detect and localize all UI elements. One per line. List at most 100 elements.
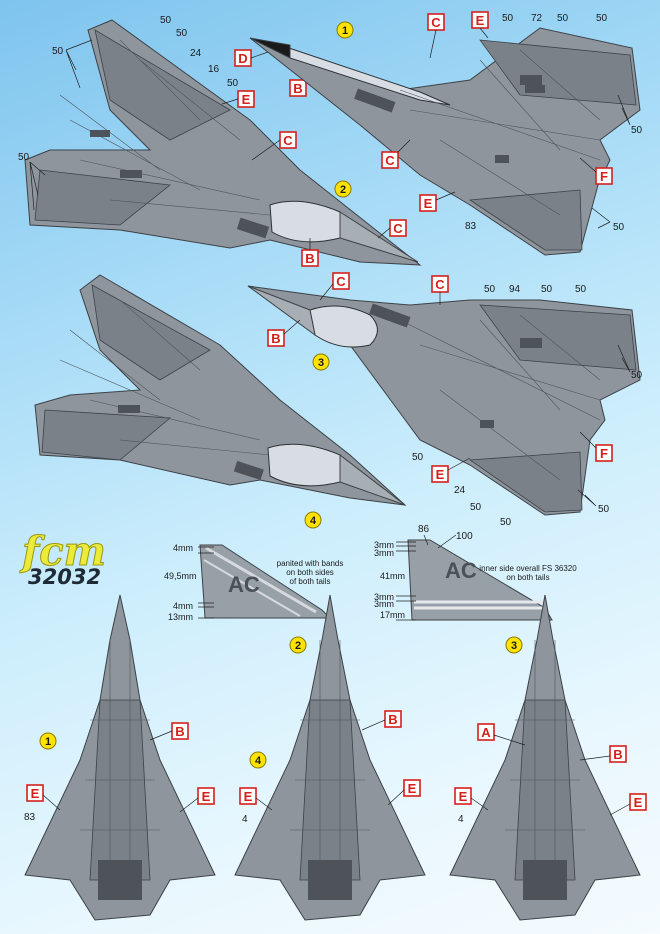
stencil-number: 72 xyxy=(531,13,543,24)
aircraft-top-view-variant-2: 50 50 24 16 50 50 50 D B E C C B 2 xyxy=(18,15,422,267)
stencil-number: 50 xyxy=(502,13,514,24)
svg-text:F: F xyxy=(600,169,608,184)
marker-c: C xyxy=(332,272,350,290)
svg-text:C: C xyxy=(385,153,395,168)
marker-e: E xyxy=(629,793,647,811)
variant-badge-4: 4 xyxy=(304,511,322,529)
marker-d: D xyxy=(234,49,252,67)
svg-text:C: C xyxy=(435,277,445,292)
svg-text:E: E xyxy=(31,786,40,801)
aircraft-top-view-variant-4: 4 xyxy=(34,274,407,529)
svg-text:83: 83 xyxy=(24,812,36,823)
stencil-number: 94 xyxy=(509,284,521,295)
marker-f: F xyxy=(595,444,613,462)
marker-c: C xyxy=(427,13,445,31)
marker-b: B xyxy=(289,79,307,97)
svg-text:inner side overall FS 36320: inner side overall FS 36320 xyxy=(479,564,577,573)
marker-b: B xyxy=(384,710,402,728)
aircraft-front-view-variant-3: 4 A B E E 3 xyxy=(449,594,647,921)
stencil-number: 50 xyxy=(484,284,496,295)
svg-text:3mm: 3mm xyxy=(374,540,394,550)
svg-text:49,5mm: 49,5mm xyxy=(164,571,197,581)
svg-text:D: D xyxy=(238,51,247,66)
tail-diagram-left: AC 4mm 49,5mm 4mm 13mm panited with band… xyxy=(164,543,343,622)
svg-text:on both tails: on both tails xyxy=(506,573,549,582)
stencil-number: 50 xyxy=(18,152,30,163)
svg-text:B: B xyxy=(305,251,314,266)
marker-e: E xyxy=(403,779,421,797)
marker-b: B xyxy=(267,329,285,347)
aircraft-underside-variant-3: 50 94 50 50 50 50 24 50 50 50 C B C E F … xyxy=(247,272,643,528)
marker-e: E xyxy=(237,90,255,108)
variant-badge-2: 2 xyxy=(289,636,307,654)
stencil-number: 50 xyxy=(598,504,610,515)
marker-c: C xyxy=(431,275,449,293)
variant-badge-2: 2 xyxy=(334,180,352,198)
svg-text:2: 2 xyxy=(295,640,301,652)
aircraft-front-view-variant-2-4: 4 B E E 2 4 xyxy=(234,594,426,921)
svg-text:E: E xyxy=(436,467,445,482)
stencil-number: 16 xyxy=(208,64,220,75)
svg-text:B: B xyxy=(388,712,397,727)
svg-text:E: E xyxy=(244,789,253,804)
marker-e: E xyxy=(419,194,437,212)
svg-text:B: B xyxy=(271,331,280,346)
svg-text:of both tails: of both tails xyxy=(290,577,331,586)
marker-e: E xyxy=(197,787,215,805)
marker-e: E xyxy=(431,465,449,483)
svg-text:E: E xyxy=(424,196,433,211)
stencil-number: 50 xyxy=(541,284,553,295)
stencil-number: 50 xyxy=(412,452,424,463)
svg-text:E: E xyxy=(408,781,417,796)
marker-a: A xyxy=(477,723,495,741)
marker-c: C xyxy=(279,131,297,149)
stencil-number: 50 xyxy=(575,284,587,295)
svg-text:fcm: fcm xyxy=(19,528,106,575)
svg-text:C: C xyxy=(283,133,293,148)
marker-f: F xyxy=(595,167,613,185)
marker-c: C xyxy=(381,151,399,169)
stencil-number: 50 xyxy=(596,13,608,24)
stencil-number: 50 xyxy=(500,517,512,528)
svg-text:F: F xyxy=(600,446,608,461)
brand-logo: fcm 32032 xyxy=(19,528,107,590)
svg-text:3: 3 xyxy=(318,357,324,369)
svg-text:4mm: 4mm xyxy=(173,601,193,611)
svg-text:4mm: 4mm xyxy=(173,543,193,553)
stencil-number: 50 xyxy=(557,13,569,24)
svg-text:B: B xyxy=(293,81,302,96)
svg-text:panited with bands: panited with bands xyxy=(277,559,344,568)
svg-text:1: 1 xyxy=(45,736,51,748)
svg-text:B: B xyxy=(175,724,184,739)
svg-text:3mm: 3mm xyxy=(374,599,394,609)
svg-text:17mm: 17mm xyxy=(380,610,405,620)
svg-text:4: 4 xyxy=(255,755,262,767)
marker-e: E xyxy=(454,787,472,805)
svg-text:C: C xyxy=(336,274,346,289)
marker-c: C xyxy=(389,219,407,237)
svg-text:32032: 32032 xyxy=(28,565,101,589)
svg-text:E: E xyxy=(459,789,468,804)
svg-text:A: A xyxy=(481,725,491,740)
tail-diagram-right: AC 3mm 3mm 41mm 3mm 3mm 17mm 86 100 inne… xyxy=(374,524,577,621)
svg-text:3mm: 3mm xyxy=(374,592,394,602)
svg-text:AC: AC xyxy=(445,558,477,583)
stencil-number: 50 xyxy=(227,78,239,89)
svg-text:2: 2 xyxy=(340,184,346,196)
svg-text:C: C xyxy=(431,15,441,30)
stencil-number: 50 xyxy=(160,15,172,26)
marker-e: E xyxy=(26,784,44,802)
aircraft-underside-variant-1: 50 72 50 50 50 50 83 C E C E F 1 xyxy=(249,11,643,256)
marker-b: B xyxy=(301,249,319,267)
svg-text:AC: AC xyxy=(228,572,260,597)
marker-e: E xyxy=(239,787,257,805)
svg-text:on both sides: on both sides xyxy=(286,568,334,577)
svg-text:E: E xyxy=(476,13,485,28)
variant-badge-1: 1 xyxy=(336,21,354,39)
svg-text:E: E xyxy=(634,795,643,810)
variant-badge-1: 1 xyxy=(39,732,57,750)
aircraft-front-view-variant-1: 83 B E E 1 xyxy=(24,594,216,921)
stencil-number: 50 xyxy=(631,125,643,136)
svg-text:86: 86 xyxy=(418,524,430,535)
